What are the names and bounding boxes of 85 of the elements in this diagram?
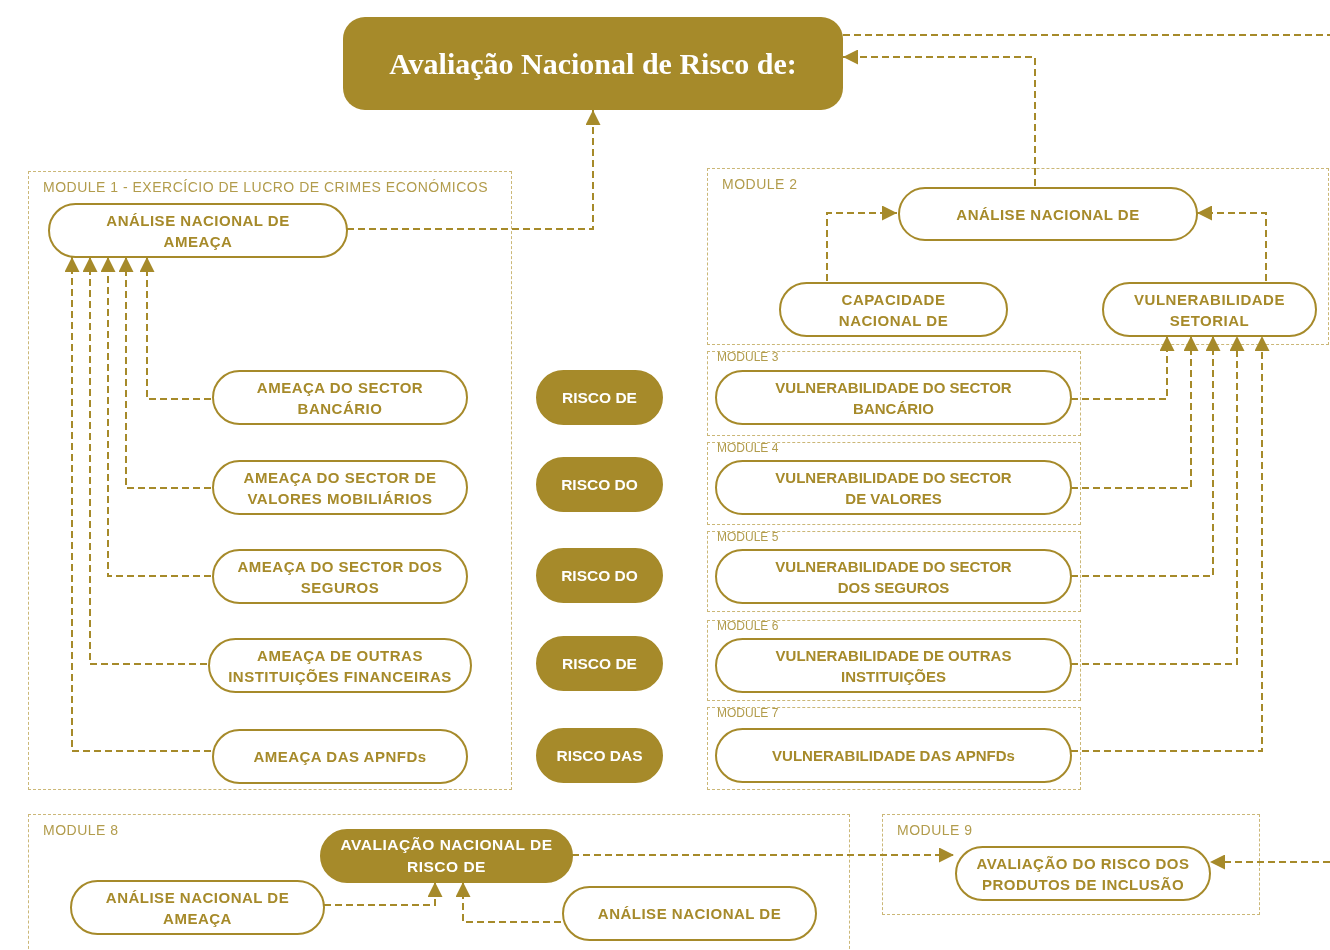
process-pill: [70, 880, 325, 935]
arrow: [1209, 854, 1330, 870]
node-label: RISCO DE: [562, 653, 637, 674]
module-frame: [707, 442, 1081, 525]
node-label: AMEAÇA DO SECTOR DOS SEGUROS: [236, 556, 444, 598]
module-heading: MODULE 3: [717, 351, 779, 365]
arrow: [100, 256, 212, 577]
module-frame: [707, 168, 1329, 345]
module-heading: MODULE 6: [717, 620, 779, 634]
module-heading: MODULE 5: [717, 531, 779, 545]
module-heading: MODULE 8: [43, 822, 119, 838]
title-banner: [343, 17, 843, 110]
module-frame: [707, 351, 1081, 436]
process-pill: [1102, 282, 1317, 337]
module-heading: MODULE 9: [897, 822, 973, 838]
process-pill: [715, 728, 1072, 783]
connector-line: [842, 34, 1330, 36]
risk-pill: [536, 548, 663, 603]
node-label: RISCO DE: [562, 387, 637, 408]
process-pill: [715, 638, 1072, 693]
process-pill: [212, 460, 468, 515]
node-label: CAPACIDADE NACIONAL DE: [837, 289, 950, 331]
node-label: VULNERABILIDADE DO SECTOR DE VALORES: [774, 467, 1013, 509]
arrow: [1070, 335, 1199, 489]
module-frame: [707, 531, 1081, 612]
module-heading: MODULE 1 - EXERCÍCIO DE LUCRO DE CRIMES ECONÓMICOS: [43, 179, 489, 195]
arrow: [455, 881, 562, 923]
title-text: Avaliação Nacional de Risco de:: [389, 46, 797, 81]
node-label: RISCO DO: [561, 565, 638, 586]
module-frame: [28, 171, 512, 790]
process-pill: [562, 886, 817, 941]
module-heading: MODULE 7: [717, 707, 779, 721]
process-pill: [48, 203, 348, 258]
node-label: AVALIAÇÃO NACIONAL DE RISCO DE: [340, 835, 553, 877]
process-pill: [212, 729, 468, 784]
process-pill: [212, 549, 468, 604]
node-label: AMEAÇA DAS APNFDs: [253, 747, 427, 767]
risk-pill: [536, 370, 663, 425]
risk-pill: [536, 457, 663, 512]
node-label: ANÁLISE NACIONAL DE AMEAÇA: [105, 210, 291, 252]
process-pill: [212, 370, 468, 425]
process-pill: [955, 846, 1211, 901]
node-label: ANÁLISE NACIONAL DE: [956, 204, 1140, 225]
arrow: [1070, 335, 1270, 752]
arrow: [323, 881, 443, 906]
arrow: [346, 109, 601, 230]
node-label: AVALIAÇÃO DO RISCO DOS PRODUTOS DE INCLUSÃO: [975, 853, 1191, 895]
module-heading: MODULE 4: [717, 442, 779, 456]
node-label: RISCO DO: [561, 474, 638, 495]
node-label: VULNERABILIDADE DAS APNFDs: [772, 746, 1015, 766]
risk-pill: [536, 636, 663, 691]
process-pill: [208, 638, 472, 693]
node-label: VULNERABILIDADE DO SECTOR DOS SEGUROS: [774, 556, 1013, 598]
node-label: ANÁLISE NACIONAL DE: [597, 904, 782, 924]
node-label: RISCO DAS: [556, 745, 643, 766]
arrow: [118, 256, 212, 489]
arrow: [826, 205, 898, 282]
node-label: ANÁLISE NACIONAL DE AMEAÇA: [104, 887, 291, 929]
arrow: [82, 256, 208, 665]
node-label: AMEAÇA DE OUTRAS INSTITUIÇÕES FINANCEIRAS: [227, 645, 453, 687]
arrow: [1070, 335, 1245, 665]
node-label: VULNERABILIDADE DO SECTOR BANCÁRIO: [774, 377, 1013, 419]
node-label: VULNERABILIDADE SETORIAL: [1133, 289, 1286, 331]
node-label: AMEAÇA DO SECTOR BANCÁRIO: [255, 377, 425, 419]
module-frame: [707, 707, 1081, 790]
module-frame: [707, 620, 1081, 701]
process-pill: [715, 460, 1072, 515]
risk-pill: [320, 829, 573, 883]
arrow: [842, 49, 1036, 187]
process-pill: [779, 282, 1008, 337]
arrow: [139, 256, 212, 400]
node-label: VULNERABILIDADE DE OUTRAS INSTITUIÇÕES: [774, 645, 1013, 687]
arrow: [1070, 335, 1175, 400]
process-pill: [715, 549, 1072, 604]
arrow: [1196, 205, 1267, 282]
module-frame: [28, 814, 850, 950]
module-heading: MODULE 2: [722, 176, 798, 192]
arrow: [1070, 335, 1221, 577]
arrow: [571, 847, 955, 863]
process-pill: [715, 370, 1072, 425]
risk-pill: [536, 728, 663, 783]
arrow: [64, 256, 212, 752]
node-label: AMEAÇA DO SECTOR DE VALORES MOBILIÁRIOS: [242, 467, 438, 509]
module-frame: [882, 814, 1260, 915]
process-pill: [898, 187, 1198, 241]
